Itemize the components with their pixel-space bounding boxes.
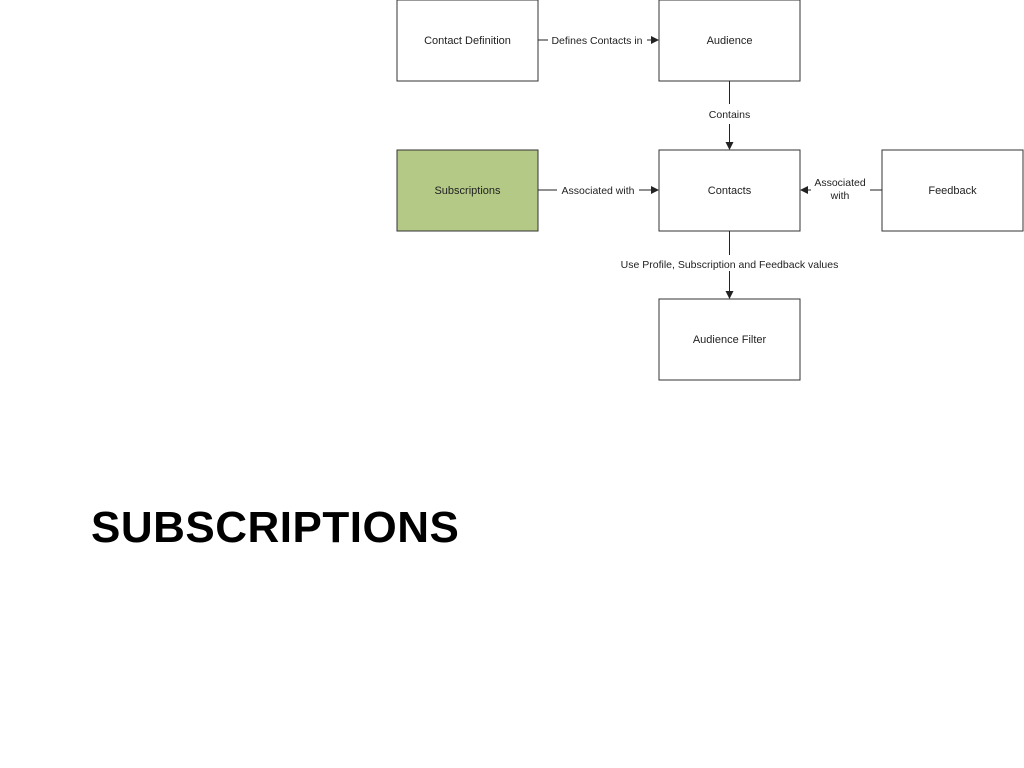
- node-label: Contacts: [708, 185, 752, 197]
- edge-defines-contacts-in: Defines Contacts in: [538, 35, 659, 47]
- node-label: Feedback: [928, 185, 977, 197]
- node-audience: Audience: [658, 0, 801, 82]
- edge-label: Use Profile, Subscription and Feedback v…: [621, 259, 839, 271]
- node-feedback: Feedback: [881, 149, 1024, 232]
- node-label: Audience: [707, 35, 753, 47]
- edge-label: Associated: [814, 177, 866, 189]
- edge-label: Contains: [709, 109, 750, 121]
- node-contacts: Contacts: [658, 149, 801, 232]
- edge-label: Defines Contacts in: [551, 35, 642, 47]
- node-label: Contact Definition: [424, 35, 511, 47]
- edge-contains: Contains: [709, 81, 750, 150]
- edge-label: with: [830, 190, 850, 202]
- entity-relationship-diagram: Contact Definition Audience Subscription…: [396, 0, 1024, 381]
- edge-subscriptions-associated-with: Associated with: [538, 185, 659, 197]
- node-highlight-box: [396, 149, 539, 232]
- node-subscriptions: Subscriptions: [396, 149, 539, 232]
- node-label: Subscriptions: [434, 185, 501, 197]
- node-contact-definition: Contact Definition: [396, 0, 539, 82]
- edge-use-values: Use Profile, Subscription and Feedback v…: [621, 231, 839, 299]
- edge-label: Associated with: [562, 185, 635, 197]
- edge-feedback-associated-with: Associated with: [800, 177, 882, 202]
- node-audience-filter: Audience Filter: [658, 298, 801, 381]
- slide-title: SUBSCRIPTIONS: [91, 503, 460, 552]
- node-label: Audience Filter: [693, 334, 767, 346]
